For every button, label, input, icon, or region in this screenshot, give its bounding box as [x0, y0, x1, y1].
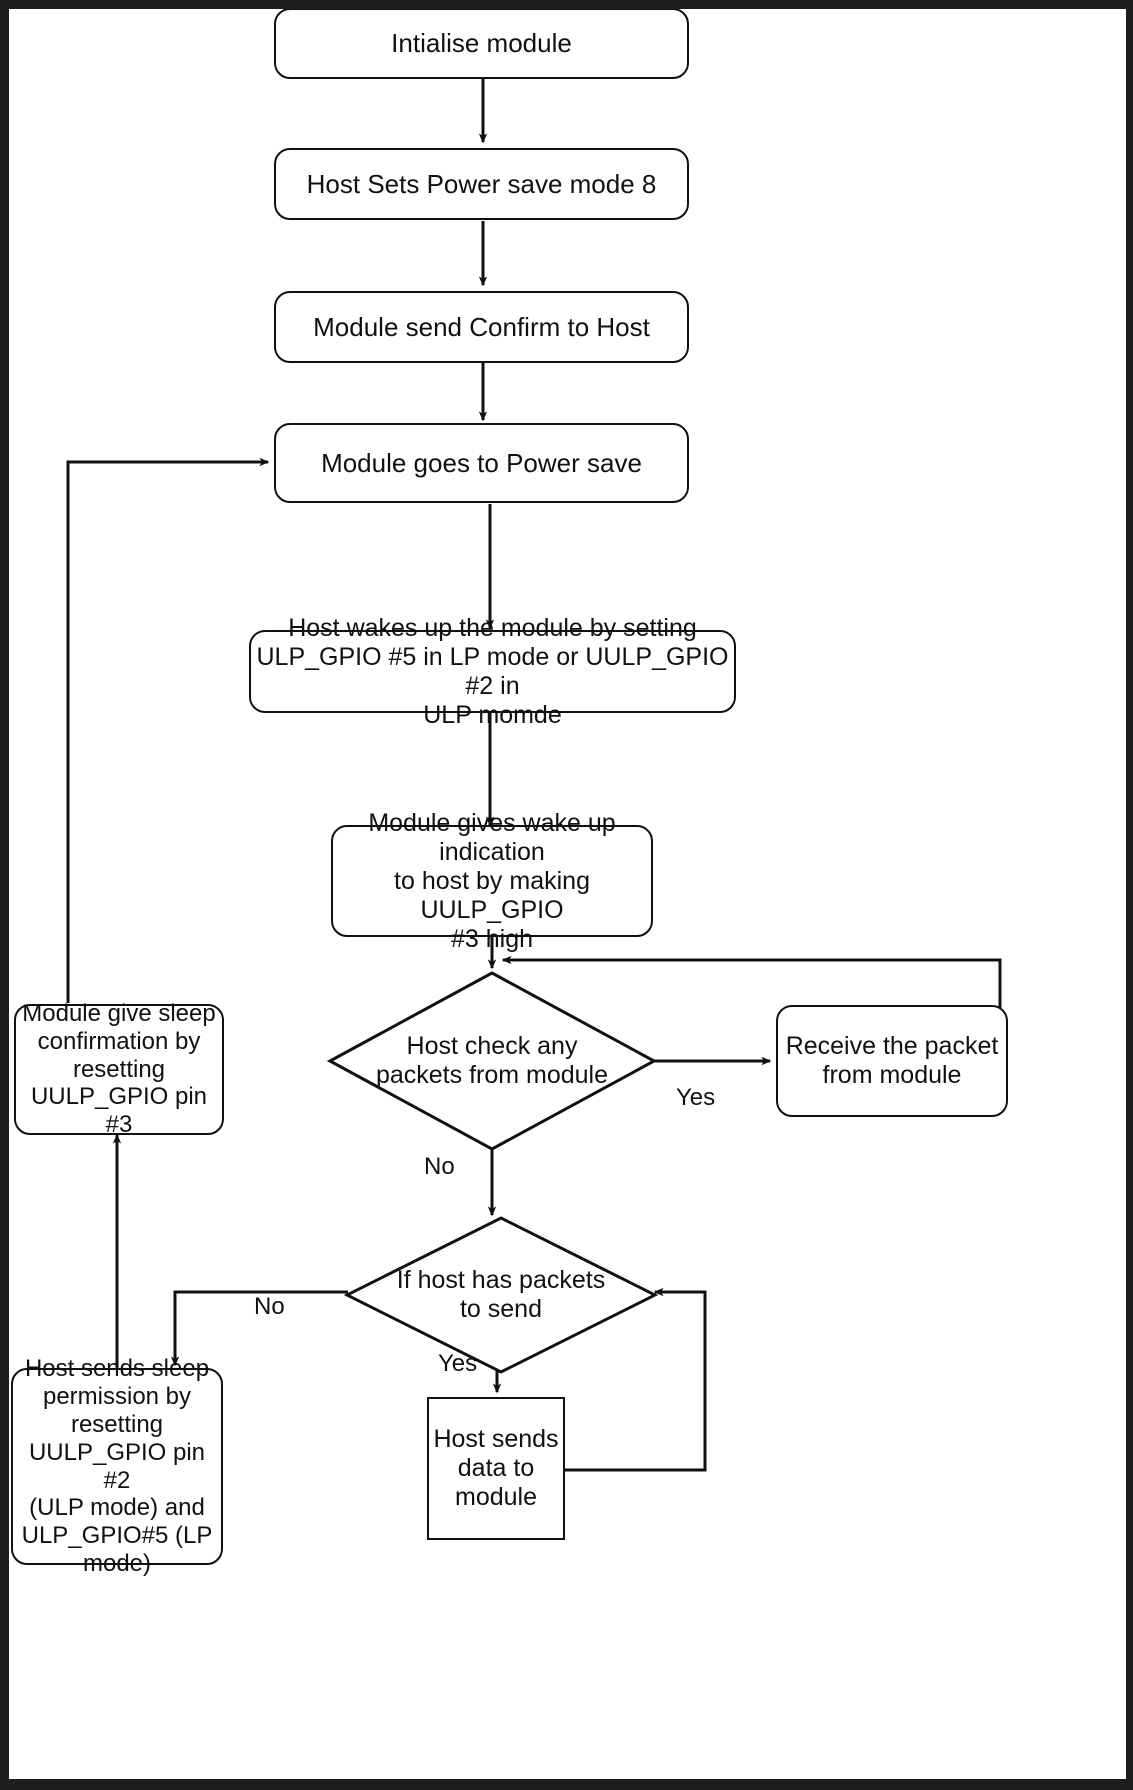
node-module-goes-power-save[interactable]: Module goes to Power save — [274, 423, 689, 503]
node-receive-packet[interactable]: Receive the packet from module — [776, 1005, 1008, 1117]
node-decision-host-has-packets[interactable]: If host has packets to send — [344, 1215, 658, 1375]
edge-label-has-packets-yes: Yes — [438, 1350, 478, 1377]
edge-decision2-no-to-sleeppermission — [170, 1290, 348, 1367]
node-host-sends-data[interactable]: Host sends data to module — [427, 1397, 565, 1540]
edge-senddata-loopback — [565, 1287, 707, 1472]
figure-frame-left — [0, 0, 9, 1790]
figure-frame-right — [1126, 0, 1133, 1790]
node-host-sends-sleep-permission[interactable]: Host sends sleep permission by resetting… — [11, 1355, 223, 1577]
edge-label-check-packets-no: No — [424, 1153, 455, 1180]
node-initialise-module[interactable]: Intialise module — [274, 8, 689, 79]
node-decision-host-check-packets[interactable]: Host check any packets from module — [327, 970, 657, 1152]
decision-host-has-packets-label: If host has packets to send — [396, 1266, 606, 1323]
decision-host-check-packets-shape — [327, 971, 657, 1151]
node-module-send-confirm[interactable]: Module send Confirm to Host — [274, 291, 689, 363]
edge-label-check-packets-yes: Yes — [676, 1084, 716, 1111]
node-host-wakes-module[interactable]: Host wakes up the module by setting ULP_… — [249, 614, 736, 729]
decision-host-check-packets-label: Host check any packets from module — [375, 1032, 609, 1089]
node-module-sleep-confirmation[interactable]: Module give sleep confirmation by resett… — [14, 1000, 224, 1138]
figure-frame-bottom — [0, 1779, 1133, 1790]
node-host-sets-power-save[interactable]: Host Sets Power save mode 8 — [274, 148, 689, 220]
decision-host-has-packets-shape — [344, 1216, 658, 1374]
node-module-wake-indication[interactable]: Module gives wake up indication to host … — [331, 809, 653, 953]
figure-frame-top — [0, 0, 1133, 9]
edge-label-has-packets-no: No — [254, 1293, 285, 1320]
edge-sleepconfirmation-to-powersavemode — [66, 457, 270, 1003]
